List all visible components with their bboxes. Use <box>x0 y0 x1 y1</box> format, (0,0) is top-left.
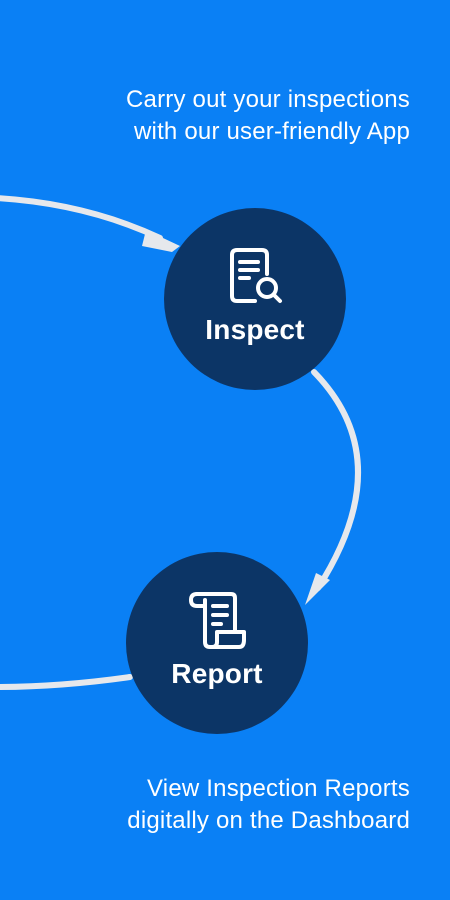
arrowhead-into-report <box>305 573 330 605</box>
arrow-into-inspect <box>0 195 163 241</box>
inspect-caption: Carry out your inspections with our user… <box>126 84 410 148</box>
arrow-inspect-to-report <box>311 369 361 591</box>
report-step-circle: Report <box>126 552 308 734</box>
report-caption-line2: digitally on the Dashboard <box>127 807 410 834</box>
line-out-of-report <box>0 674 133 690</box>
report-label: Report <box>171 658 263 689</box>
inspect-step-circle: Inspect <box>164 208 346 390</box>
report-caption: View Inspection Reports digitally on the… <box>127 773 410 837</box>
scroll-report-icon <box>189 592 246 649</box>
document-search-icon <box>230 248 282 303</box>
inspect-caption-line2: with our user-friendly App <box>134 118 410 145</box>
inspect-label: Inspect <box>205 314 305 345</box>
report-caption-line1: View Inspection Reports <box>147 775 410 802</box>
arrowhead-into-inspect <box>142 230 180 252</box>
inspect-caption-line1: Carry out your inspections <box>126 86 410 113</box>
